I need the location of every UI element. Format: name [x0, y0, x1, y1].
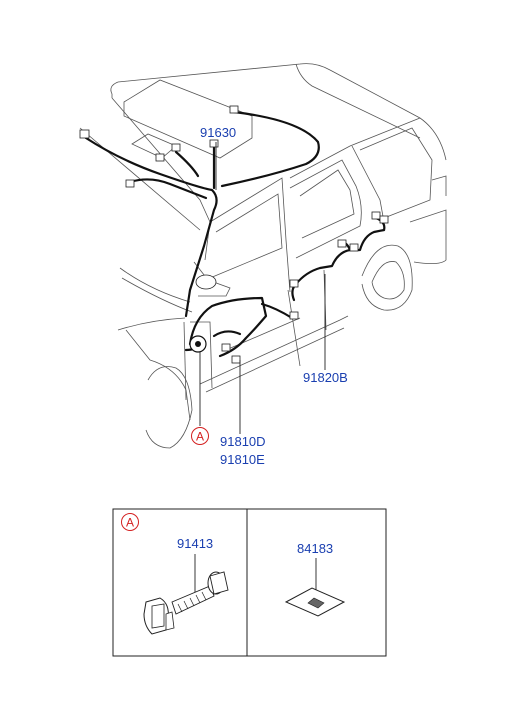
connectors	[79, 105, 389, 364]
label-91630: 91630	[200, 125, 236, 140]
label-91810d: 91810D	[220, 434, 266, 449]
grommet-bolt-illustration	[143, 571, 229, 635]
leader-lines	[199, 142, 326, 434]
callout-a-detail-letter: A	[126, 516, 134, 530]
label-91413: 91413	[177, 536, 213, 551]
label-91820b: 91820B	[303, 370, 348, 385]
detail-box: A 91413 84183	[112, 508, 387, 657]
label-91810e: 91810E	[220, 452, 265, 467]
vehicle-body	[79, 63, 447, 449]
label-84183: 84183	[297, 541, 333, 556]
callout-a-main-letter: A	[196, 430, 204, 444]
plug-illustration	[284, 587, 346, 617]
callout-a-main: A	[191, 427, 209, 445]
callout-a-detail: A	[121, 513, 139, 531]
